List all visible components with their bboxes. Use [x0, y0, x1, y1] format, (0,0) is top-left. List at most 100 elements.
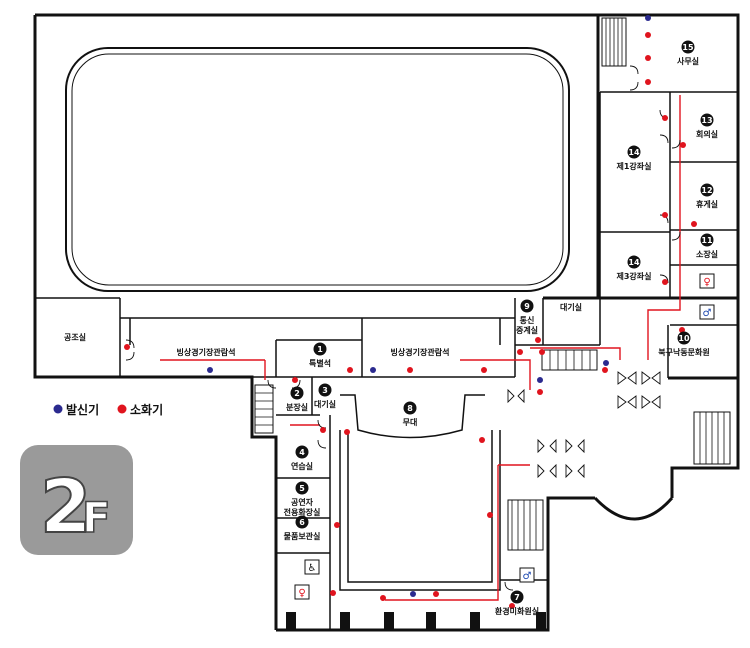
entrance-doors — [507, 371, 661, 479]
room-number: 4 — [299, 448, 305, 457]
craft-room-label: 공조실 — [64, 332, 86, 342]
room-number: 2 — [294, 389, 300, 398]
room-number: 14 — [628, 148, 640, 157]
room-r2: 2 분장실 — [286, 386, 308, 412]
room-number: 13 — [701, 116, 712, 125]
stand-right-label: 빙상경기장관람석 — [391, 347, 450, 357]
floor-number: 2 — [40, 464, 92, 550]
stage — [339, 394, 501, 591]
room-number-circle — [510, 590, 524, 604]
room-r13: 13 회의실 — [696, 113, 718, 139]
waiting-room-label: 대기실 — [560, 302, 582, 312]
room-number-circle — [318, 383, 332, 397]
room-number-circle — [403, 401, 417, 415]
room-name: 분장실 — [286, 402, 308, 412]
map-legend: 발신기 소화기 — [53, 402, 163, 417]
stand-left-label: 빙상경기장관람석 — [177, 347, 236, 357]
svg-text:♂: ♂ — [523, 571, 532, 582]
room-name: 무대 — [403, 417, 418, 427]
room-r12: 12 휴게실 — [696, 183, 718, 209]
room-number-circle — [290, 386, 304, 400]
svg-text:♿: ♿ — [308, 563, 317, 574]
room-name: 특별석 — [309, 358, 331, 368]
room-r6: 6 물품보관실 — [284, 515, 321, 541]
room-number-circle — [700, 113, 714, 127]
room-r8: 8 무대 — [403, 401, 418, 427]
room-name: 공연자 — [291, 497, 314, 507]
restroom-men-icon-2 — [519, 567, 535, 583]
room-number-circle — [313, 342, 327, 356]
room-name: 제1강좌실 — [616, 161, 651, 171]
room-number-circle — [295, 481, 309, 495]
room-number-circle — [677, 331, 691, 345]
building-walls — [33, 13, 740, 632]
room-number-circle — [700, 233, 714, 247]
transmitter-legend-label: 발신기 — [66, 402, 99, 417]
room-r3: 3 대기실 — [314, 383, 336, 409]
room-name: 소장실 — [696, 249, 718, 259]
room-number-circle — [627, 145, 641, 159]
extinguisher-markers — [124, 32, 697, 609]
room-r1: 1 특별석 — [309, 342, 331, 368]
room-number: 3 — [322, 386, 328, 395]
room-number-circle — [295, 445, 309, 459]
bottom-columns — [286, 612, 546, 630]
room-number: 5 — [299, 484, 305, 493]
svg-text:♀: ♀ — [298, 588, 305, 599]
room-number-circle — [681, 40, 695, 54]
room-name: 물품보관실 — [284, 531, 321, 541]
room-number: 10 — [678, 334, 690, 343]
room-number-circle — [520, 299, 534, 313]
room-number: 9 — [524, 302, 530, 311]
room-number: 1 — [317, 345, 323, 354]
room-name-line2: 중계실 — [516, 325, 538, 335]
room-name: 북구낙동문화원 — [658, 347, 710, 357]
transmitter-legend-swatch — [53, 404, 63, 414]
room-name: 사무실 — [677, 56, 699, 66]
evacuation-routes — [160, 95, 681, 601]
room-name: 제3강좌실 — [616, 271, 651, 281]
room-number: 11 — [701, 236, 713, 245]
accessible-icon — [304, 559, 320, 575]
room-number: 6 — [299, 518, 305, 527]
room-number: 12 — [701, 186, 712, 195]
restroom-women-icon-2 — [294, 584, 310, 600]
stair-treads — [255, 18, 725, 550]
transmitter-markers — [207, 15, 651, 597]
room-name: 통신 — [520, 315, 535, 325]
extinguisher-legend-swatch — [117, 404, 127, 414]
room-r4: 4 연습실 — [291, 445, 313, 471]
room-r14a: 14 제1강좌실 — [616, 145, 652, 171]
room-name: 연습실 — [291, 461, 313, 471]
room-name: 회의실 — [696, 129, 718, 139]
restroom-men-icon — [699, 304, 715, 320]
extinguisher-legend-label: 소화기 — [130, 402, 163, 417]
room-name-line2: 전용화장실 — [284, 507, 321, 517]
room-name: 휴게실 — [696, 199, 718, 209]
room-r15: 15 사무실 — [677, 40, 699, 66]
interior-walls — [35, 91, 738, 630]
room-number-circle — [295, 515, 309, 529]
ice-rink — [65, 47, 570, 292]
doors — [125, 65, 681, 591]
room-number-circle — [627, 255, 641, 269]
svg-text:♂: ♂ — [703, 308, 712, 319]
floor-suffix: F — [82, 493, 111, 542]
room-number: 14 — [628, 258, 640, 267]
restroom-icons: ♀ ♂ ♂ ♀ ♿ — [294, 273, 715, 600]
room-r14b: 14 제3강좌실 — [616, 255, 652, 281]
room-number: 8 — [407, 404, 413, 413]
room-number: 15 — [682, 43, 694, 52]
room-r11: 11 소장실 — [696, 233, 718, 259]
room-r10: 10 북구낙동문화원 — [658, 331, 710, 357]
floor-badge: 2 F — [20, 445, 133, 555]
svg-text:♀: ♀ — [703, 277, 710, 288]
room-name: 환경미화원실 — [495, 606, 539, 616]
room-number-circle — [700, 183, 714, 197]
room-name: 대기실 — [314, 399, 336, 409]
